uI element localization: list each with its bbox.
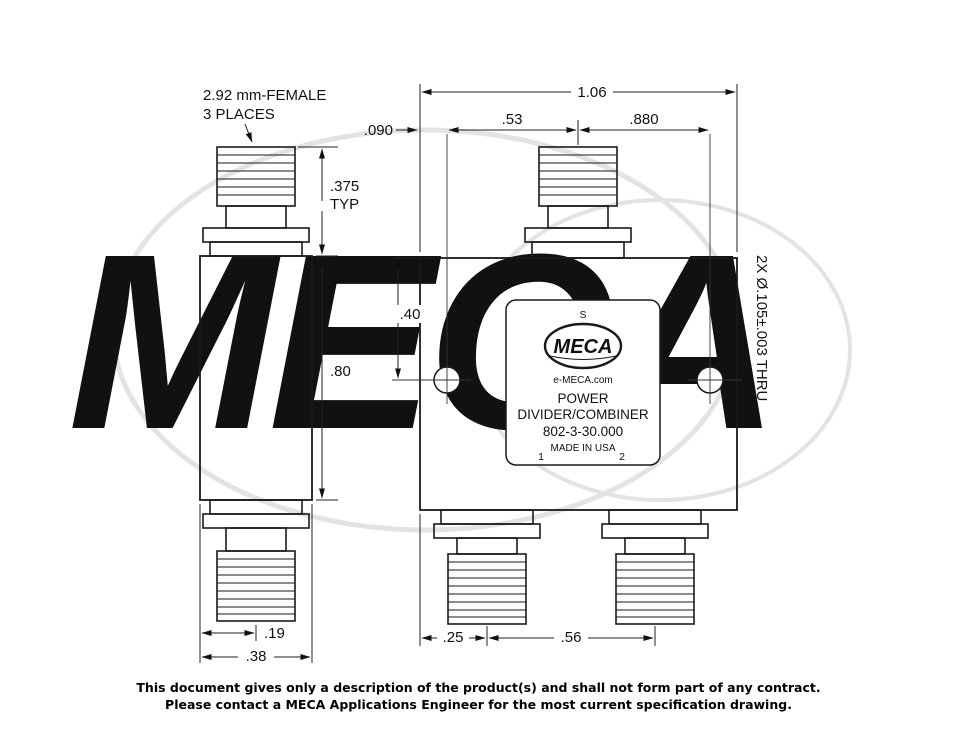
side-view xyxy=(199,146,313,622)
dim-top-row xyxy=(396,120,709,145)
plate-website: e-MECA.com xyxy=(553,375,612,386)
front-bottom-connector1-threads xyxy=(447,553,527,625)
dim-19-label: .19 xyxy=(264,625,285,642)
disclaimer-footer: This document gives only a description o… xyxy=(0,679,957,713)
front-bottom-connector2-collar xyxy=(608,509,702,525)
disclaimer-line1: This document gives only a description o… xyxy=(136,680,821,695)
side-bottom-connector-threads xyxy=(216,550,296,622)
connector-note-line1: 2.92 mm-FEMALE xyxy=(203,87,326,104)
meca-logo-swoosh xyxy=(549,355,617,361)
meca-logo-text: MECA xyxy=(554,336,613,358)
connector-note-leader xyxy=(244,123,253,143)
plate-port1-marking: 1 xyxy=(538,451,544,463)
product-label-plate: S MECA e-MECA.com POWER DIVIDER/COMBINER… xyxy=(505,299,661,466)
dim-106-label: 1.06 xyxy=(577,84,606,101)
meca-logo-ellipse xyxy=(543,322,623,370)
dim-53-label: .53 xyxy=(502,111,523,128)
dim-56-label: .56 xyxy=(561,629,582,646)
front-view xyxy=(419,146,738,625)
dim-body-height xyxy=(316,257,338,501)
dim-bottom-row xyxy=(419,514,656,646)
hole-crosshairs xyxy=(392,134,742,404)
dim-label-backers xyxy=(238,83,613,665)
plate-s-marking: S xyxy=(580,310,587,321)
hole-callout-label: 2X Ø.105±.003 THRU xyxy=(753,255,770,401)
dimension-annotations xyxy=(199,83,738,665)
plate-product-line2: DIVIDER/COMBINER xyxy=(517,407,649,422)
connector-note-line2: 3 PLACES xyxy=(203,106,275,123)
meca-watermark-logo: MECA xyxy=(68,127,852,533)
front-bottom-connector2-neck xyxy=(624,537,686,555)
dim-090-label: .090 xyxy=(364,122,393,139)
plate-product-line1: POWER xyxy=(557,391,608,406)
dim-80-label: .80 xyxy=(330,363,351,380)
dim-880-label: .880 xyxy=(629,111,658,128)
dim-38-label: .38 xyxy=(246,648,267,665)
label-plate-outline xyxy=(505,299,661,466)
annotation-texts: 2.92 mm-FEMALE 3 PLACES .375 TYP .80 .19… xyxy=(203,84,770,665)
dim-connector-length xyxy=(298,146,338,257)
side-bottom-connector-flange xyxy=(202,513,310,529)
dim-40-label: .40 xyxy=(400,306,421,323)
side-bottom-connector-neck xyxy=(225,527,287,552)
watermark-brand-text: MECA xyxy=(68,202,772,481)
plate-origin: MADE IN USA xyxy=(550,443,615,454)
disclaimer-line2: Please contact a MECA Applications Engin… xyxy=(165,697,792,712)
dim-typ-label: TYP xyxy=(330,196,359,213)
dim-25-label: .25 xyxy=(443,629,464,646)
front-view-body xyxy=(419,257,738,511)
dim-375-label: .375 xyxy=(330,178,359,195)
front-bottom-connector2-flange xyxy=(601,523,709,539)
front-bottom-connector2-threads xyxy=(615,553,695,625)
mounting-holes xyxy=(392,134,742,404)
watermark-ellipse-inner xyxy=(468,198,852,502)
plate-port2-marking: 2 xyxy=(619,451,625,463)
front-bottom-connector1-neck xyxy=(456,537,518,555)
plate-model-number: 802-3-30.000 xyxy=(543,424,623,439)
